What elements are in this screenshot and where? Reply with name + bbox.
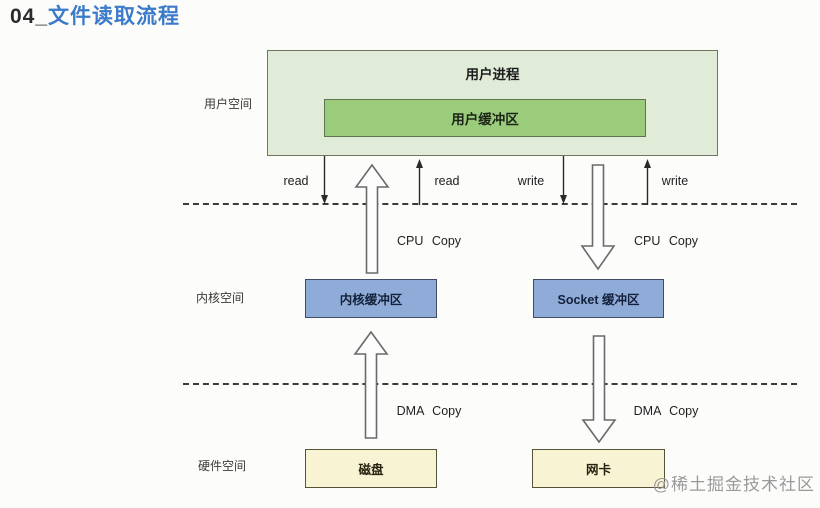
kernel-buffer-label: 内核缓冲区 bbox=[339, 293, 403, 307]
write-return-up-arrow bbox=[644, 159, 651, 205]
nic-box: 网卡 bbox=[532, 449, 665, 488]
read-syscall-down-arrow bbox=[321, 156, 328, 204]
nic-label: 网卡 bbox=[585, 463, 611, 477]
user-space-label: 用户空间 bbox=[203, 97, 253, 111]
user-process-box: 用户进程 用户缓冲区 bbox=[267, 50, 718, 156]
kernel-buffer-box: 内核缓冲区 bbox=[305, 279, 437, 318]
read-label-left: read bbox=[283, 174, 309, 188]
page-title-text: 文件读取流程 bbox=[48, 5, 181, 28]
user-buffer-label: 用户缓冲区 bbox=[451, 112, 519, 127]
user-buffer-box: 用户缓冲区 bbox=[324, 99, 646, 137]
dma-copy-label-left: DMA Copy bbox=[396, 404, 462, 418]
dma-copy-up-arrow bbox=[353, 330, 389, 439]
disk-label: 磁盘 bbox=[358, 463, 384, 477]
read-return-up-arrow bbox=[416, 159, 423, 205]
read-label-right: read bbox=[434, 174, 460, 188]
cpu-copy-label-left: CPU Copy bbox=[396, 234, 462, 248]
dma-copy-down-arrow bbox=[581, 335, 617, 444]
user-kernel-boundary-line bbox=[183, 203, 797, 205]
page-title-number: 04_ bbox=[10, 5, 49, 28]
dma-copy-label-right: DMA Copy bbox=[633, 404, 699, 418]
user-process-label: 用户进程 bbox=[465, 67, 520, 82]
socket-buffer-box: Socket 缓冲区 bbox=[533, 279, 664, 318]
write-label-left: write bbox=[517, 174, 545, 188]
cpu-copy-down-arrow bbox=[580, 164, 616, 271]
hardware-space-label: 硬件空间 bbox=[197, 459, 247, 473]
kernel-hardware-boundary-line bbox=[183, 383, 797, 385]
write-syscall-down-arrow bbox=[560, 156, 567, 204]
socket-buffer-label: Socket 缓冲区 bbox=[557, 293, 640, 307]
cpu-copy-label-right: CPU Copy bbox=[633, 234, 699, 248]
community-watermark: @稀土掘金技术社区 bbox=[652, 475, 815, 494]
kernel-space-label: 内核空间 bbox=[195, 291, 245, 305]
cpu-copy-up-arrow bbox=[354, 163, 390, 274]
page-title: 04_文件读取流程 bbox=[10, 0, 180, 30]
write-label-right: write bbox=[661, 174, 689, 188]
disk-box: 磁盘 bbox=[305, 449, 437, 488]
